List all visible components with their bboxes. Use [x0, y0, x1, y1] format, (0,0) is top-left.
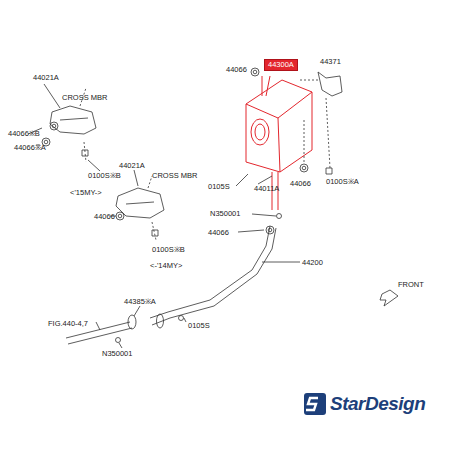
part-label: N350001	[210, 210, 240, 218]
part-label: 44066※B	[8, 130, 40, 138]
part-label: 0100S※A	[326, 178, 359, 186]
part-label: <'15MY->	[70, 189, 102, 197]
logo-text: StarDesign	[330, 394, 425, 413]
part-label: 44066	[290, 180, 311, 188]
part-label: 44021A	[119, 162, 145, 170]
part-label: 44385※A	[124, 298, 156, 306]
part-label: 44200	[302, 259, 323, 267]
part-number: 44300A	[268, 61, 294, 69]
part-label: 44066	[94, 213, 115, 221]
highlighted-part-box: 44300A	[264, 59, 298, 71]
part-label: 44066	[208, 229, 229, 237]
part-label: 44066※A	[14, 144, 46, 152]
part-label: FRONT	[398, 281, 424, 289]
part-label: 44011A	[254, 185, 279, 193]
part-label: 0105S	[188, 322, 210, 330]
part-label: 0100S※B	[152, 246, 185, 254]
part-label: <-'14MY>	[150, 262, 182, 270]
part-label: CROSS MBR	[62, 94, 107, 102]
part-label: 0100S※B	[88, 172, 121, 180]
part-label: FIG.440-4,7	[48, 320, 88, 328]
part-label: 44371	[320, 58, 341, 66]
part-label: N350001	[102, 350, 132, 358]
part-label: 0105S	[208, 183, 230, 191]
part-label: 44021A	[33, 74, 59, 82]
part-label: CROSS MBR	[152, 172, 197, 180]
part-label: 44066	[226, 66, 247, 74]
